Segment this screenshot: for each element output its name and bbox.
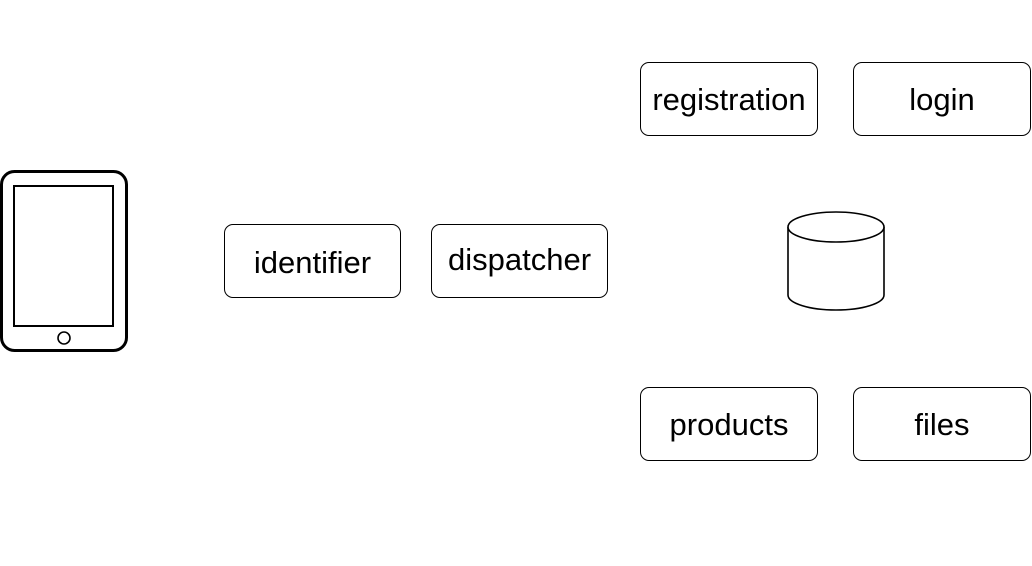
- tablet-icon: [0, 170, 128, 352]
- login-label: login: [909, 81, 975, 117]
- login-node: login: [853, 62, 1031, 136]
- files-label: files: [914, 406, 970, 442]
- identifier-node: identifier: [224, 224, 401, 298]
- products-label: products: [669, 406, 789, 442]
- files-node: files: [853, 387, 1031, 461]
- registration-label: registration: [652, 81, 806, 117]
- registration-node: registration: [640, 62, 818, 136]
- dispatcher-node: dispatcher: [431, 224, 608, 298]
- identifier-label: identifier: [253, 244, 372, 280]
- database-cylinder-icon: [787, 211, 885, 311]
- dispatcher-label: dispatcher: [447, 241, 592, 277]
- products-node: products: [640, 387, 818, 461]
